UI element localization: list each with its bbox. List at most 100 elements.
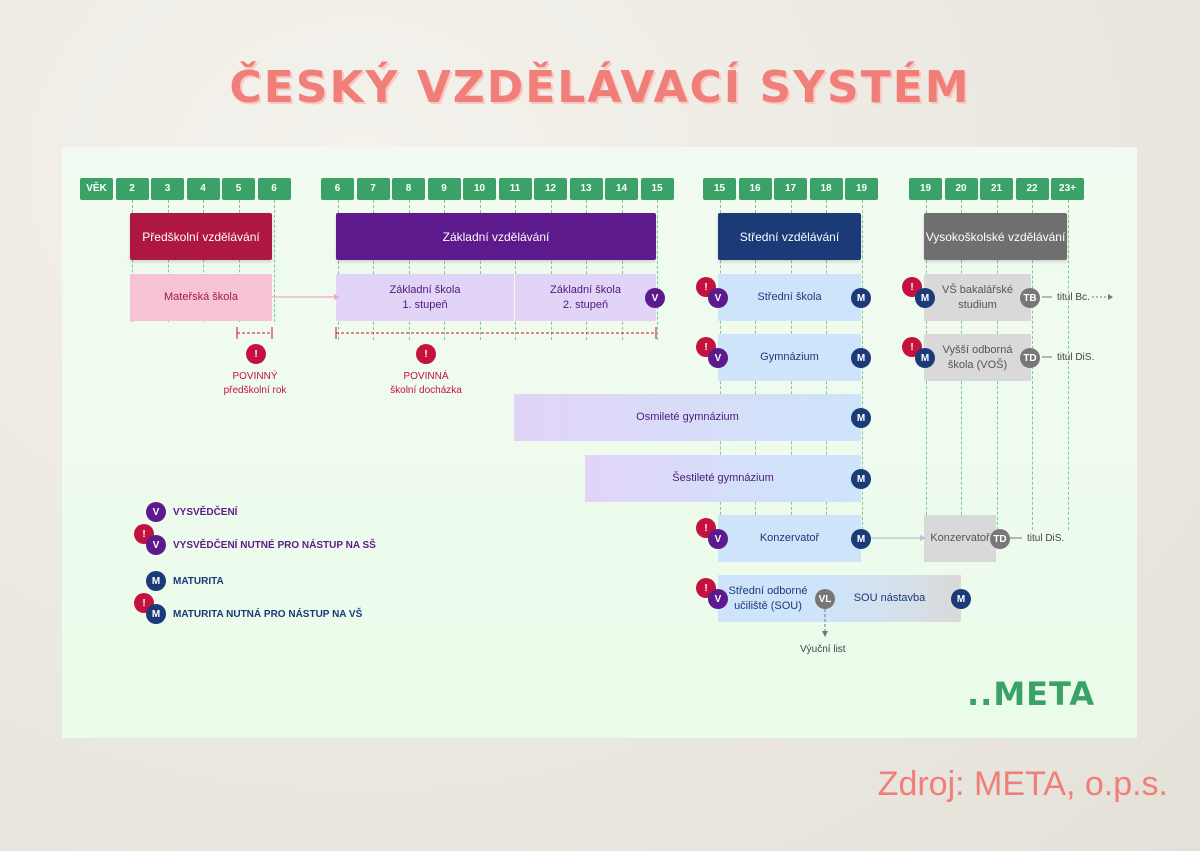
age-guide-line <box>373 200 375 340</box>
arrow-vyucni-head <box>822 631 828 637</box>
maturita-icon: M <box>951 589 971 609</box>
note-predskolni-rok: předškolní rok <box>223 385 287 396</box>
age-label: 6 <box>321 178 354 200</box>
note-titul-dis-konz: titul DiS. <box>1027 533 1065 544</box>
age-label: 19 <box>845 178 878 200</box>
arrow-bc-head <box>1108 294 1113 300</box>
box-zakladni-skola-2: Základní škola 2. stupeň <box>515 274 656 321</box>
vysvedceni-icon: V <box>708 589 728 609</box>
age-guide-line <box>444 200 446 340</box>
box-sestilete-gymnazium: Šestileté gymnázium <box>585 455 861 502</box>
age-label: 13 <box>569 178 603 200</box>
age-guide-line <box>238 200 241 322</box>
note-skolni-dochazka: školní docházka <box>390 385 462 396</box>
legend-vysvedceni-nutne-icon: V <box>146 535 166 555</box>
age-label: 12 <box>534 178 567 200</box>
box-stredni-skola: Střední škola <box>718 274 861 321</box>
note-titul-bc: titul Bc. <box>1057 292 1090 303</box>
age-guide-line <box>515 200 517 340</box>
age-label: 18 <box>809 178 843 200</box>
category-higher: Vysokoškolské vzdělávání <box>924 213 1067 260</box>
box-sou-nastavba: SOU nástavba <box>818 575 961 622</box>
legend-maturita-nutna: MATURITA NUTNÁ PRO NÁSTUP NA VŠ <box>173 609 363 620</box>
vysvedceni-icon: V <box>645 288 665 308</box>
box-konzervator-vos: Konzervatoř <box>924 515 996 562</box>
age-label: 22 <box>1015 178 1049 200</box>
age-label: 16 <box>738 178 772 200</box>
age-label: 15 <box>640 178 674 200</box>
titul-dis-icon: TD <box>1020 348 1040 368</box>
age-label: 15 <box>703 178 736 200</box>
exclamation-icon: ! <box>416 344 436 364</box>
legend-maturita-icon: M <box>146 571 166 591</box>
box-konzervator: Konzervatoř <box>718 515 861 562</box>
note-povinny: POVINNÝ <box>232 371 278 382</box>
age-guide-line <box>274 200 276 322</box>
category-preschool: Předškolní vzdělávání <box>130 213 272 260</box>
age-label: 21 <box>980 178 1013 200</box>
age-label: 5 <box>222 178 255 200</box>
maturita-icon: M <box>851 469 871 489</box>
category-secondary: Střední vzdělávání <box>718 213 861 260</box>
age-guide-line <box>203 200 205 322</box>
maturita-icon: M <box>851 348 871 368</box>
page-title: ČESKÝ VZDĚLÁVACÍ SYSTÉM <box>229 62 971 113</box>
category-basic: Základní vzdělávání <box>336 213 656 260</box>
age-label: 4 <box>186 178 220 200</box>
age-label: 8 <box>392 178 425 200</box>
source-credit: Zdroj: META, o.p.s. <box>877 765 1168 803</box>
age-label: 19 <box>909 178 942 200</box>
age-label: 10 <box>463 178 496 200</box>
legend-maturita: MATURITA <box>173 576 224 587</box>
box-gymnazium: Gymnázium <box>718 334 861 381</box>
box-sou: Střední odborné učiliště (SOU) <box>718 575 818 622</box>
age-label: 3 <box>151 178 184 200</box>
maturita-icon: M <box>851 529 871 549</box>
vysvedceni-icon: V <box>708 348 728 368</box>
legend-vysvedceni-nutne: VYSVĚDČENÍ NUTNÉ PRO NÁSTUP NA SŠ <box>173 540 376 551</box>
age-guide-line <box>479 200 482 340</box>
exclamation-icon: ! <box>246 344 266 364</box>
box-vs-bakalarske: VŠ bakalářské studium <box>924 274 1031 321</box>
note-titul-dis-vos: titul DiS. <box>1057 352 1095 363</box>
age-guide-line <box>586 200 588 340</box>
maturita-icon: M <box>915 288 935 308</box>
age-guide-line <box>657 200 659 340</box>
note-povinna: POVINNÁ <box>403 371 449 382</box>
maturita-icon: M <box>851 408 871 428</box>
age-guide-line <box>550 200 553 340</box>
maturita-icon: M <box>851 288 871 308</box>
titul-bc-icon: TB <box>1020 288 1040 308</box>
age-guide-line <box>621 200 624 340</box>
age-guide-line <box>132 200 134 322</box>
age-label: 14 <box>605 178 638 200</box>
legend-maturita-nutna-icon: M <box>146 604 166 624</box>
age-label: 20 <box>944 178 978 200</box>
maturita-icon: M <box>915 348 935 368</box>
meta-logo: ..META <box>967 675 1096 713</box>
age-label: 17 <box>774 178 807 200</box>
vysvedceni-icon: V <box>708 529 728 549</box>
box-materska-skola: Mateřská škola <box>130 274 272 321</box>
age-label: 6 <box>257 178 291 200</box>
age-label: 11 <box>498 178 532 200</box>
age-label: 7 <box>356 178 390 200</box>
age-label: 2 <box>115 178 149 200</box>
age-guide-line <box>167 200 170 322</box>
note-vyucni-list: Výuční list <box>800 644 846 655</box>
box-zakladni-skola-1: Základní škola 1. stupeň <box>336 274 514 321</box>
age-guide-line <box>1067 200 1070 530</box>
legend-vysvedceni-icon: V <box>146 502 166 522</box>
age-guide-line <box>337 200 340 340</box>
box-osmilete-gymnazium: Osmileté gymnázium <box>514 394 861 441</box>
age-label: 9 <box>427 178 461 200</box>
vyucni-list-icon: VL <box>815 589 835 609</box>
age-label: VĚK <box>80 178 113 200</box>
legend-vysvedceni: VYSVĚDČENÍ <box>173 507 238 518</box>
titul-dis-icon: TD <box>990 529 1010 549</box>
age-label: 23+ <box>1051 178 1084 200</box>
age-guide-line <box>408 200 411 340</box>
vysvedceni-icon: V <box>708 288 728 308</box>
box-vos: Vyšší odborná škola (VOŠ) <box>924 334 1031 381</box>
